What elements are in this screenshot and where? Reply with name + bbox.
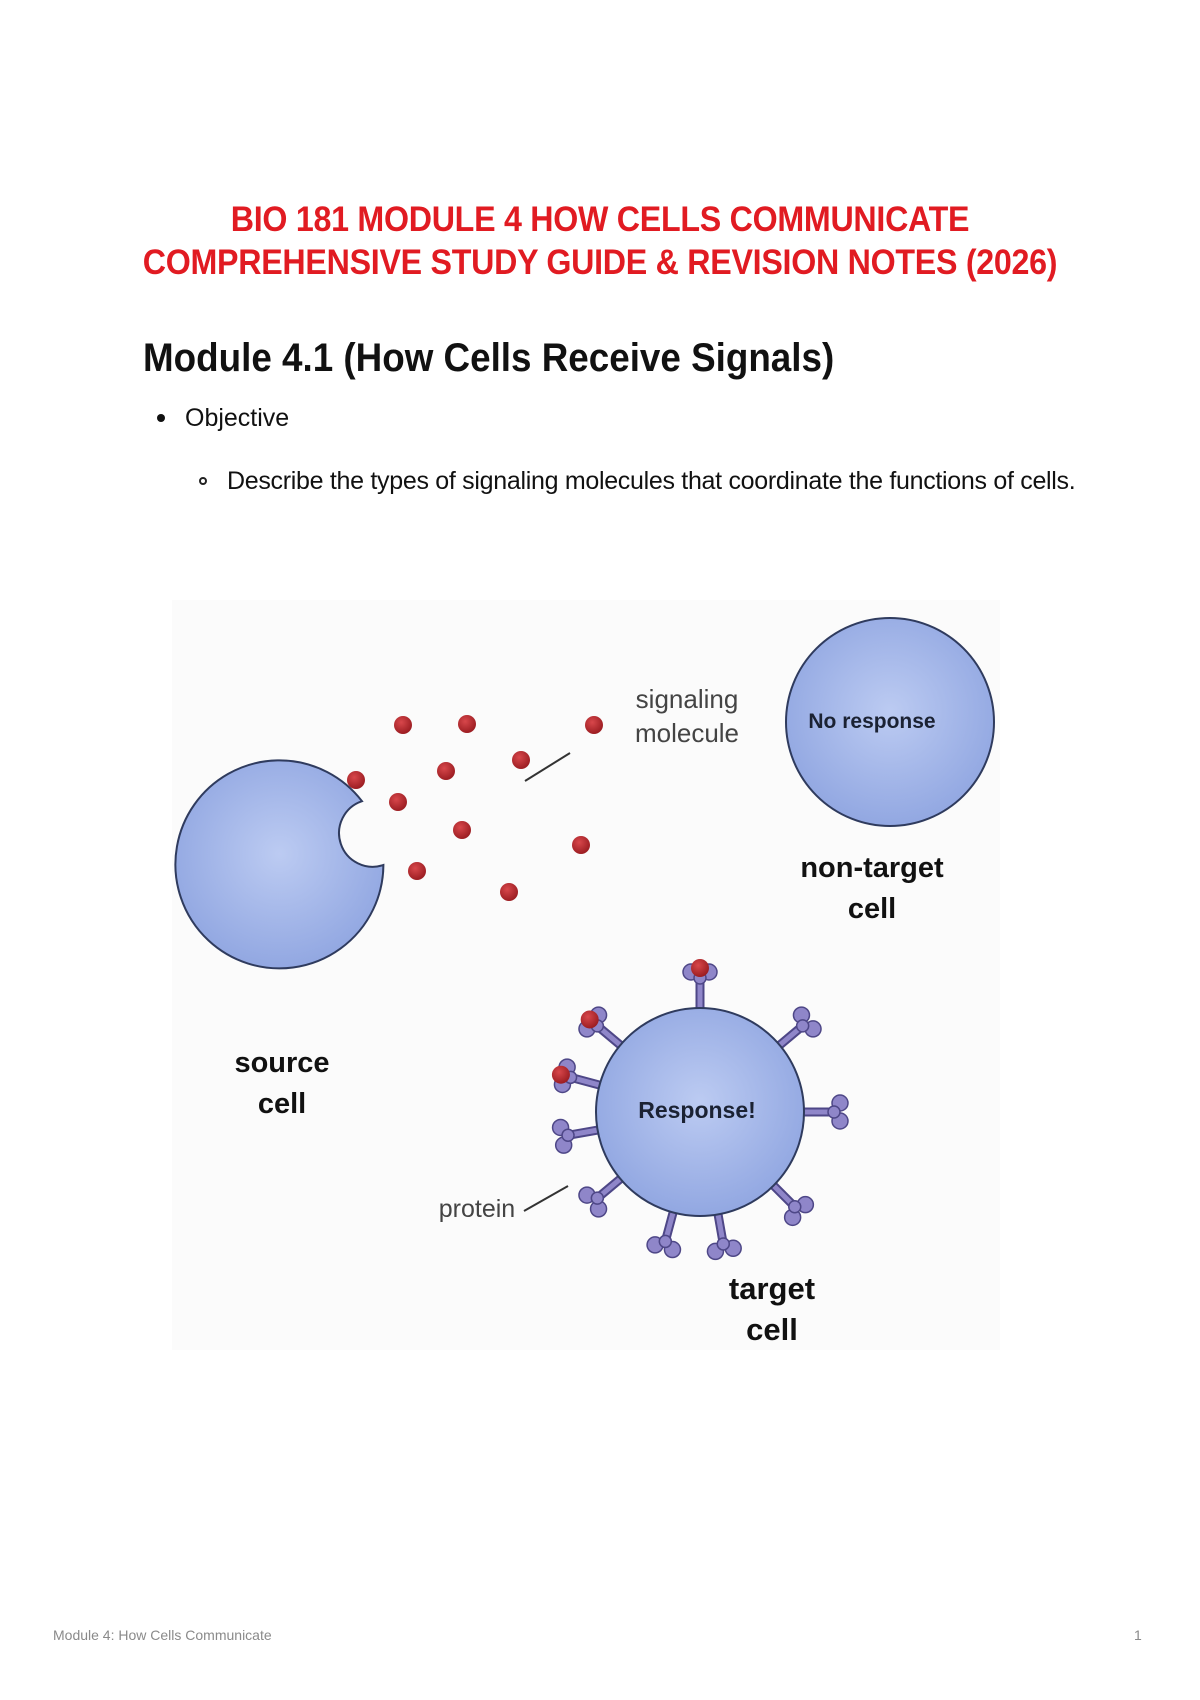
page-number: 1 — [1134, 1627, 1142, 1643]
signaling-molecule — [408, 862, 426, 880]
source-label-line: source — [234, 1047, 330, 1079]
signaling-molecule — [453, 821, 471, 839]
receptor-head-base — [827, 1105, 841, 1119]
no-response-label: No response — [808, 710, 936, 733]
sub-bullet-circle-icon — [199, 477, 207, 485]
signaling-molecule — [458, 715, 476, 733]
non-target-cell — [785, 617, 995, 827]
signaling-molecule — [572, 836, 590, 854]
receptor-head-base — [590, 1191, 605, 1205]
target-label-line: cell — [746, 1312, 798, 1347]
protein-label: protein — [438, 1195, 516, 1223]
target-label-line: target — [728, 1271, 816, 1306]
source-cell-label: source cell — [192, 1043, 372, 1125]
bound-signaling-molecule — [691, 959, 709, 977]
source-cell — [174, 759, 385, 970]
cell-signaling-diagram — [174, 617, 995, 1261]
protein-leader-line — [523, 1185, 569, 1212]
target-cell — [595, 1007, 805, 1217]
signaling-molecule — [585, 716, 603, 734]
title-line-1: BIO 181 MODULE 4 HOW CELLS COMMUNICATE — [230, 200, 970, 239]
footer-module-title: Module 4: How Cells Communicate — [53, 1627, 272, 1643]
title-line-2: COMPREHENSIVE STUDY GUIDE & REVISION NOT… — [142, 243, 1058, 282]
receptor-head-base — [788, 1200, 802, 1214]
non-target-label-line: cell — [847, 893, 897, 925]
section-heading: Module 4.1 (How Cells Receive Signals) — [143, 336, 835, 380]
receptor-head-base — [561, 1128, 575, 1143]
response-label: Response! — [638, 1097, 756, 1123]
signaling-molecule-label-line: molecule — [634, 718, 740, 748]
signaling-molecule — [512, 751, 530, 769]
bound-signaling-molecule — [580, 1010, 599, 1029]
receptor-head-base — [658, 1234, 673, 1249]
signaling-molecules — [347, 715, 603, 901]
receptor-head-base — [795, 1019, 810, 1033]
non-target-label-line: non-target — [800, 852, 944, 884]
signaling-molecule-leader-line — [524, 752, 571, 782]
signaling-molecule — [394, 716, 412, 734]
cell-signaling-figure: signaling molecule No response non-target… — [172, 600, 1000, 1350]
objective-label: Objective — [185, 404, 290, 432]
signaling-molecule — [347, 771, 365, 789]
receptor-head-base — [716, 1237, 731, 1251]
source-label-line: cell — [257, 1088, 307, 1120]
bullet-dot-icon — [157, 414, 165, 422]
target-cell-label: target cell — [697, 1268, 847, 1350]
document-title: BIO 181 MODULE 4 HOW CELLS COMMUNICATE C… — [48, 198, 1152, 284]
non-target-cell-label: non-target cell — [782, 848, 962, 930]
signaling-molecule — [389, 793, 407, 811]
signaling-molecule — [500, 883, 518, 901]
signaling-molecule-label: signaling molecule — [567, 682, 807, 750]
bound-signaling-molecule — [551, 1065, 570, 1084]
signaling-molecule — [437, 762, 455, 780]
signaling-molecule-label-line: signaling — [635, 684, 739, 714]
objective-text: Describe the types of signaling molecule… — [227, 467, 1076, 495]
